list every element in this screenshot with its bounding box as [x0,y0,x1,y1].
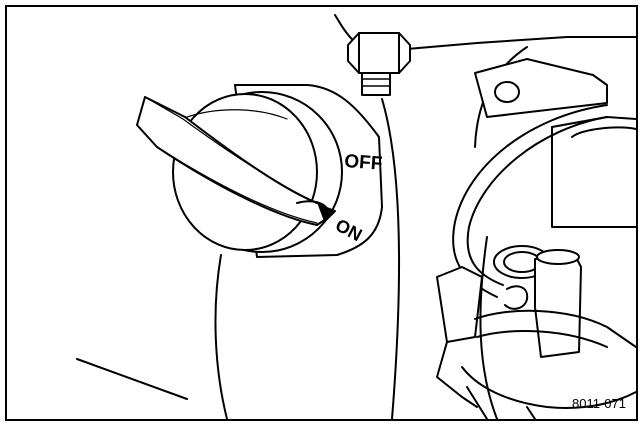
fuel-valve-illustration: OFF ON [76,14,636,419]
fuel-fitting [493,245,582,358]
lever-pointer [318,204,336,222]
bolt [347,32,411,96]
mounting-bracket [474,58,608,118]
figure-number: 8011-071 [572,396,626,411]
carburetor-housing [479,116,636,419]
figure-frame: OFF ON 8011-071 [5,5,638,421]
off-label: OFF [344,151,383,175]
sediment-cup [436,266,636,419]
